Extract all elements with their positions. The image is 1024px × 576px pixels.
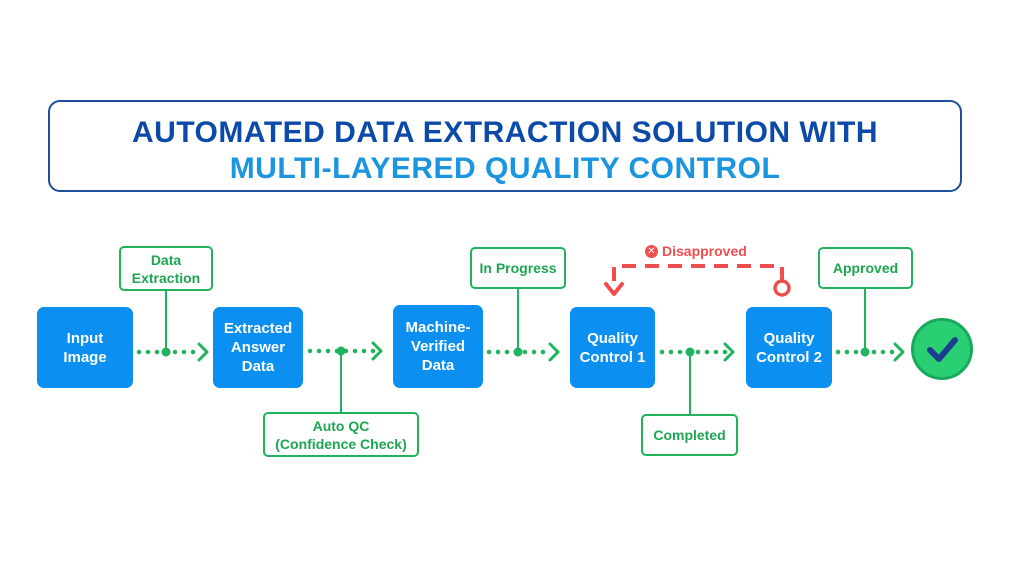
title-line-2: MULTI-LAYERED QUALITY CONTROL [229, 152, 781, 185]
leader-dot-completed [685, 347, 695, 357]
arrowhead-4 [723, 342, 735, 362]
title-box: AUTOMATED DATA EXTRACTION SOLUTION WITH … [48, 100, 962, 192]
node-input-image: Input Image [37, 307, 133, 388]
disapproved-arrowhead [604, 282, 624, 296]
arrowhead-3 [548, 342, 560, 362]
label-completed: Completed [641, 414, 738, 456]
arrowheads [197, 341, 905, 362]
node-extracted-answer-data: Extracted Answer Data [213, 307, 303, 388]
label-in-progress: In Progress [470, 247, 566, 289]
disapproved-origin-circle [773, 279, 791, 297]
arrowhead-2 [371, 341, 383, 361]
checkmark-icon [927, 337, 958, 362]
arrowhead-5 [893, 342, 905, 362]
x-circle-icon: ✕ [645, 244, 658, 258]
label-auto-qc: Auto QC (Confidence Check) [263, 412, 419, 457]
leader-dot-in-progress [513, 347, 523, 357]
label-approved: Approved [818, 247, 913, 289]
label-disapproved: ✕ Disapproved [640, 241, 752, 261]
disapproved-dashed-path [612, 264, 784, 290]
arrowhead-1 [197, 342, 209, 362]
checkmark-circle-icon [911, 318, 973, 380]
node-quality-control-2: Quality Control 2 [746, 307, 832, 388]
label-leaders [161, 289, 870, 414]
leader-dot-approved [860, 347, 870, 357]
label-data-extraction: Data Extraction [119, 246, 213, 291]
leader-dot-data-extraction [161, 347, 171, 357]
title-line-1: AUTOMATED DATA EXTRACTION SOLUTION WITH [131, 116, 879, 149]
label-disapproved-text: Disapproved [662, 243, 747, 259]
leader-dot-autoqc [336, 346, 346, 356]
node-quality-control-1: Quality Control 1 [570, 307, 655, 388]
node-machine-verified-data: Machine- Verified Data [393, 305, 483, 388]
disapproved-loop [604, 264, 791, 297]
